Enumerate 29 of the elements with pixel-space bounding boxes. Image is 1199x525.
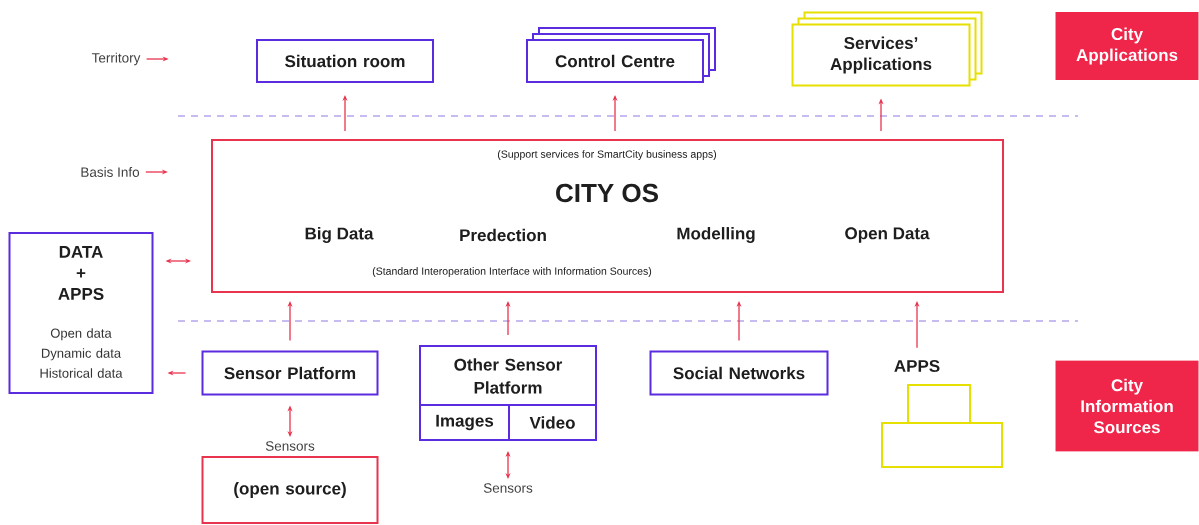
layer-tag: City Information Sources [1055,360,1199,452]
module-label: Open Data [845,227,930,243]
sensor-label: Sensors [483,483,533,493]
stacked-box: Control Centre [526,27,716,83]
platform-box: (open source) [201,456,379,524]
app-box [907,384,971,424]
stacked-box: Services’ Applications [791,11,983,87]
module-label: Modelling [677,227,755,243]
module-label: Big Data [305,227,374,243]
data-box [8,232,154,394]
arrow [505,451,511,479]
cell-box: Images [419,404,510,441]
data-list: Open data Dynamic data Historical data [40,328,123,378]
platform-title: CITY OS [556,183,658,203]
room-box: Situation room [256,39,434,83]
group-heading: APPS [894,360,940,373]
sensor-label: Sensors [265,441,315,451]
platform-box [211,139,1004,293]
module-label: Predection [460,228,546,242]
platform-box: Other Sensor Platform Images Video [419,345,597,441]
note-text: (Standard Interoperation Interface with Information Sources) [372,267,652,277]
cell-box: Video [508,404,597,441]
platform-box: Sensor Platform [201,350,379,396]
box-heading: DATA + APPS [58,246,104,300]
source-box: Social Networks [649,350,829,396]
note-text: (Support services for SmartCity business apps) [497,150,717,160]
row-label: Basis Info [81,167,140,177]
row-label: Territory [91,52,141,66]
layer-tag: City Applications [1055,12,1199,80]
